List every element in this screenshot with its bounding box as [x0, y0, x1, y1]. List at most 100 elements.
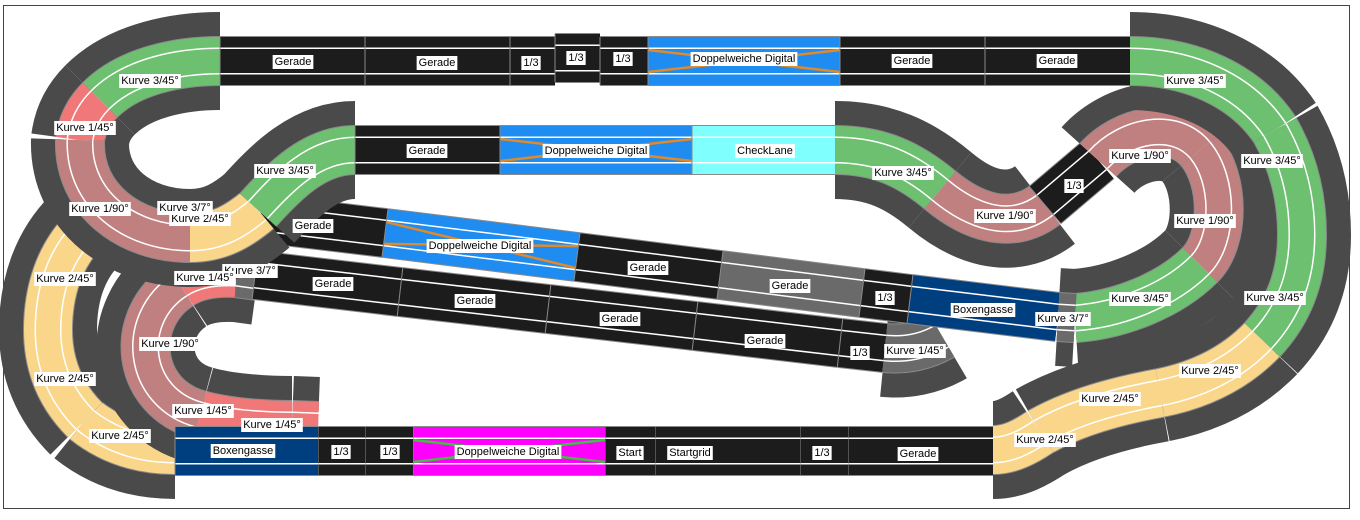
- piece-label-text: Gerade: [900, 448, 937, 460]
- label-background: [331, 445, 351, 459]
- label-background: [850, 346, 870, 360]
- piece-label: Boxengasse: [950, 303, 1016, 317]
- piece-label-text: Gerade: [602, 313, 639, 325]
- piece-label-text: 1/3: [814, 447, 829, 459]
- piece-label-text: 1/3: [1066, 180, 1081, 192]
- label-background: [521, 56, 541, 70]
- piece-label: Kurve 2/45°: [89, 429, 151, 443]
- label-background: [454, 294, 496, 308]
- piece-label: Gerade: [744, 334, 786, 348]
- piece-label-text: Gerade: [894, 55, 931, 67]
- label-background: [172, 404, 234, 418]
- track-piece-kurve-3-45[interactable]: [1225, 233, 1351, 374]
- label-background: [89, 429, 151, 443]
- label-background: [454, 445, 562, 459]
- piece-label-text: Start: [618, 447, 641, 459]
- track-piece-kurve-2-45[interactable]: [187, 171, 290, 287]
- label-background: [875, 291, 895, 305]
- piece-label: Kurve 3/45°: [254, 164, 316, 178]
- track-piece-kurve-3-45[interactable]: [833, 101, 972, 229]
- label-background: [1109, 292, 1171, 306]
- piece-label-text: Kurve 2/45°: [36, 373, 94, 385]
- track-piece-kurve-1-90[interactable]: [1061, 82, 1238, 195]
- label-background: [426, 239, 534, 253]
- track-piece-1-3[interactable]: [836, 318, 888, 373]
- piece-label: 1/3: [380, 445, 400, 459]
- piece-label: Gerade: [454, 294, 496, 308]
- piece-label-text: Kurve 2/45°: [36, 273, 94, 285]
- label-background: [1064, 179, 1084, 193]
- track-piece-kurve-2-45[interactable]: [1015, 344, 1169, 476]
- label-background: [613, 52, 633, 66]
- piece-label-text: Kurve 2/45°: [1081, 393, 1139, 405]
- label-background: [891, 54, 933, 68]
- label-background: [1241, 154, 1303, 168]
- piece-label: Kurve 3/45°: [119, 74, 181, 88]
- lane-center: [838, 331, 887, 360]
- lane-center: [1034, 381, 1163, 443]
- piece-label: Kurve 3/7°: [222, 264, 278, 278]
- label-background: [254, 164, 316, 178]
- piece-label-text: Kurve 2/45°: [1016, 434, 1074, 446]
- label-background: [1164, 74, 1226, 88]
- label-background: [272, 55, 314, 69]
- piece-label: Kurve 1/90°: [139, 337, 201, 351]
- label-background: [416, 56, 458, 70]
- piece-label-text: Kurve 1/90°: [1176, 215, 1234, 227]
- track-piece-kurve-1-45[interactable]: [31, 65, 136, 149]
- track-piece-kurve-3-45[interactable]: [221, 101, 358, 243]
- piece-label-text: Doppelweiche Digital: [457, 446, 560, 458]
- lane-center: [834, 138, 948, 200]
- piece-label: 1/3: [331, 445, 351, 459]
- piece-label: Gerade: [897, 447, 939, 461]
- label-background: [599, 312, 641, 326]
- piece-label: Gerade: [891, 54, 933, 68]
- piece-label-text: Gerade: [747, 335, 784, 347]
- piece-label: Kurve 3/45°: [1241, 154, 1303, 168]
- track-piece-kurve-1-90[interactable]: [1160, 118, 1268, 300]
- piece-label: Start: [616, 446, 644, 460]
- piece-label-text: Kurve 2/45°: [1181, 365, 1239, 377]
- piece-label-text: Kurve 3/45°: [1246, 292, 1304, 304]
- piece-label: Gerade: [599, 312, 641, 326]
- track-piece-kurve-3-45[interactable]: [65, 12, 221, 137]
- piece-label-text: 1/3: [877, 292, 892, 304]
- piece-label: Gerade: [406, 144, 448, 158]
- label-background: [769, 279, 811, 293]
- label-background: [222, 264, 278, 278]
- label-background: [54, 121, 116, 135]
- label-background: [210, 444, 276, 458]
- piece-label-text: Gerade: [315, 278, 352, 290]
- piece-joint: [858, 269, 866, 317]
- piece-label-text: 1/3: [333, 446, 348, 458]
- piece-label: Kurve 3/7°: [157, 201, 213, 215]
- piece-joint: [1029, 186, 1061, 224]
- piece-label-text: 1/3: [615, 53, 630, 65]
- label-background: [812, 446, 832, 460]
- piece-label: Kurve 1/45°: [172, 404, 234, 418]
- piece-label: Kurve 1/45°: [241, 418, 303, 432]
- piece-label: Gerade: [416, 56, 458, 70]
- piece-label-text: Boxengasse: [953, 304, 1014, 316]
- lane-center: [1264, 124, 1314, 236]
- label-background: [380, 445, 400, 459]
- piece-label-text: Gerade: [419, 57, 456, 69]
- label-background: [667, 446, 713, 460]
- piece-label: Kurve 3/45°: [1244, 291, 1306, 305]
- piece-label-text: Kurve 3/45°: [121, 75, 179, 87]
- label-background: [1244, 291, 1306, 305]
- piece-label: Kurve 2/45°: [1014, 433, 1076, 447]
- label-background: [1035, 312, 1091, 326]
- track-piece-kurve-3-45[interactable]: [1231, 105, 1351, 236]
- track-piece-kurve-3-45[interactable]: [1070, 229, 1235, 367]
- piece-label: Doppelweiche Digital: [454, 445, 562, 459]
- piece-joint: [836, 319, 844, 367]
- lane-center: [68, 91, 109, 142]
- piece-label-text: Kurve 1/90°: [1111, 150, 1169, 162]
- piece-label: 1/3: [850, 346, 870, 360]
- label-background: [119, 74, 181, 88]
- label-background: [312, 277, 354, 291]
- label-background: [34, 372, 96, 386]
- piece-label: Boxengasse: [210, 444, 276, 458]
- piece-label: Doppelweiche Digital: [542, 144, 650, 158]
